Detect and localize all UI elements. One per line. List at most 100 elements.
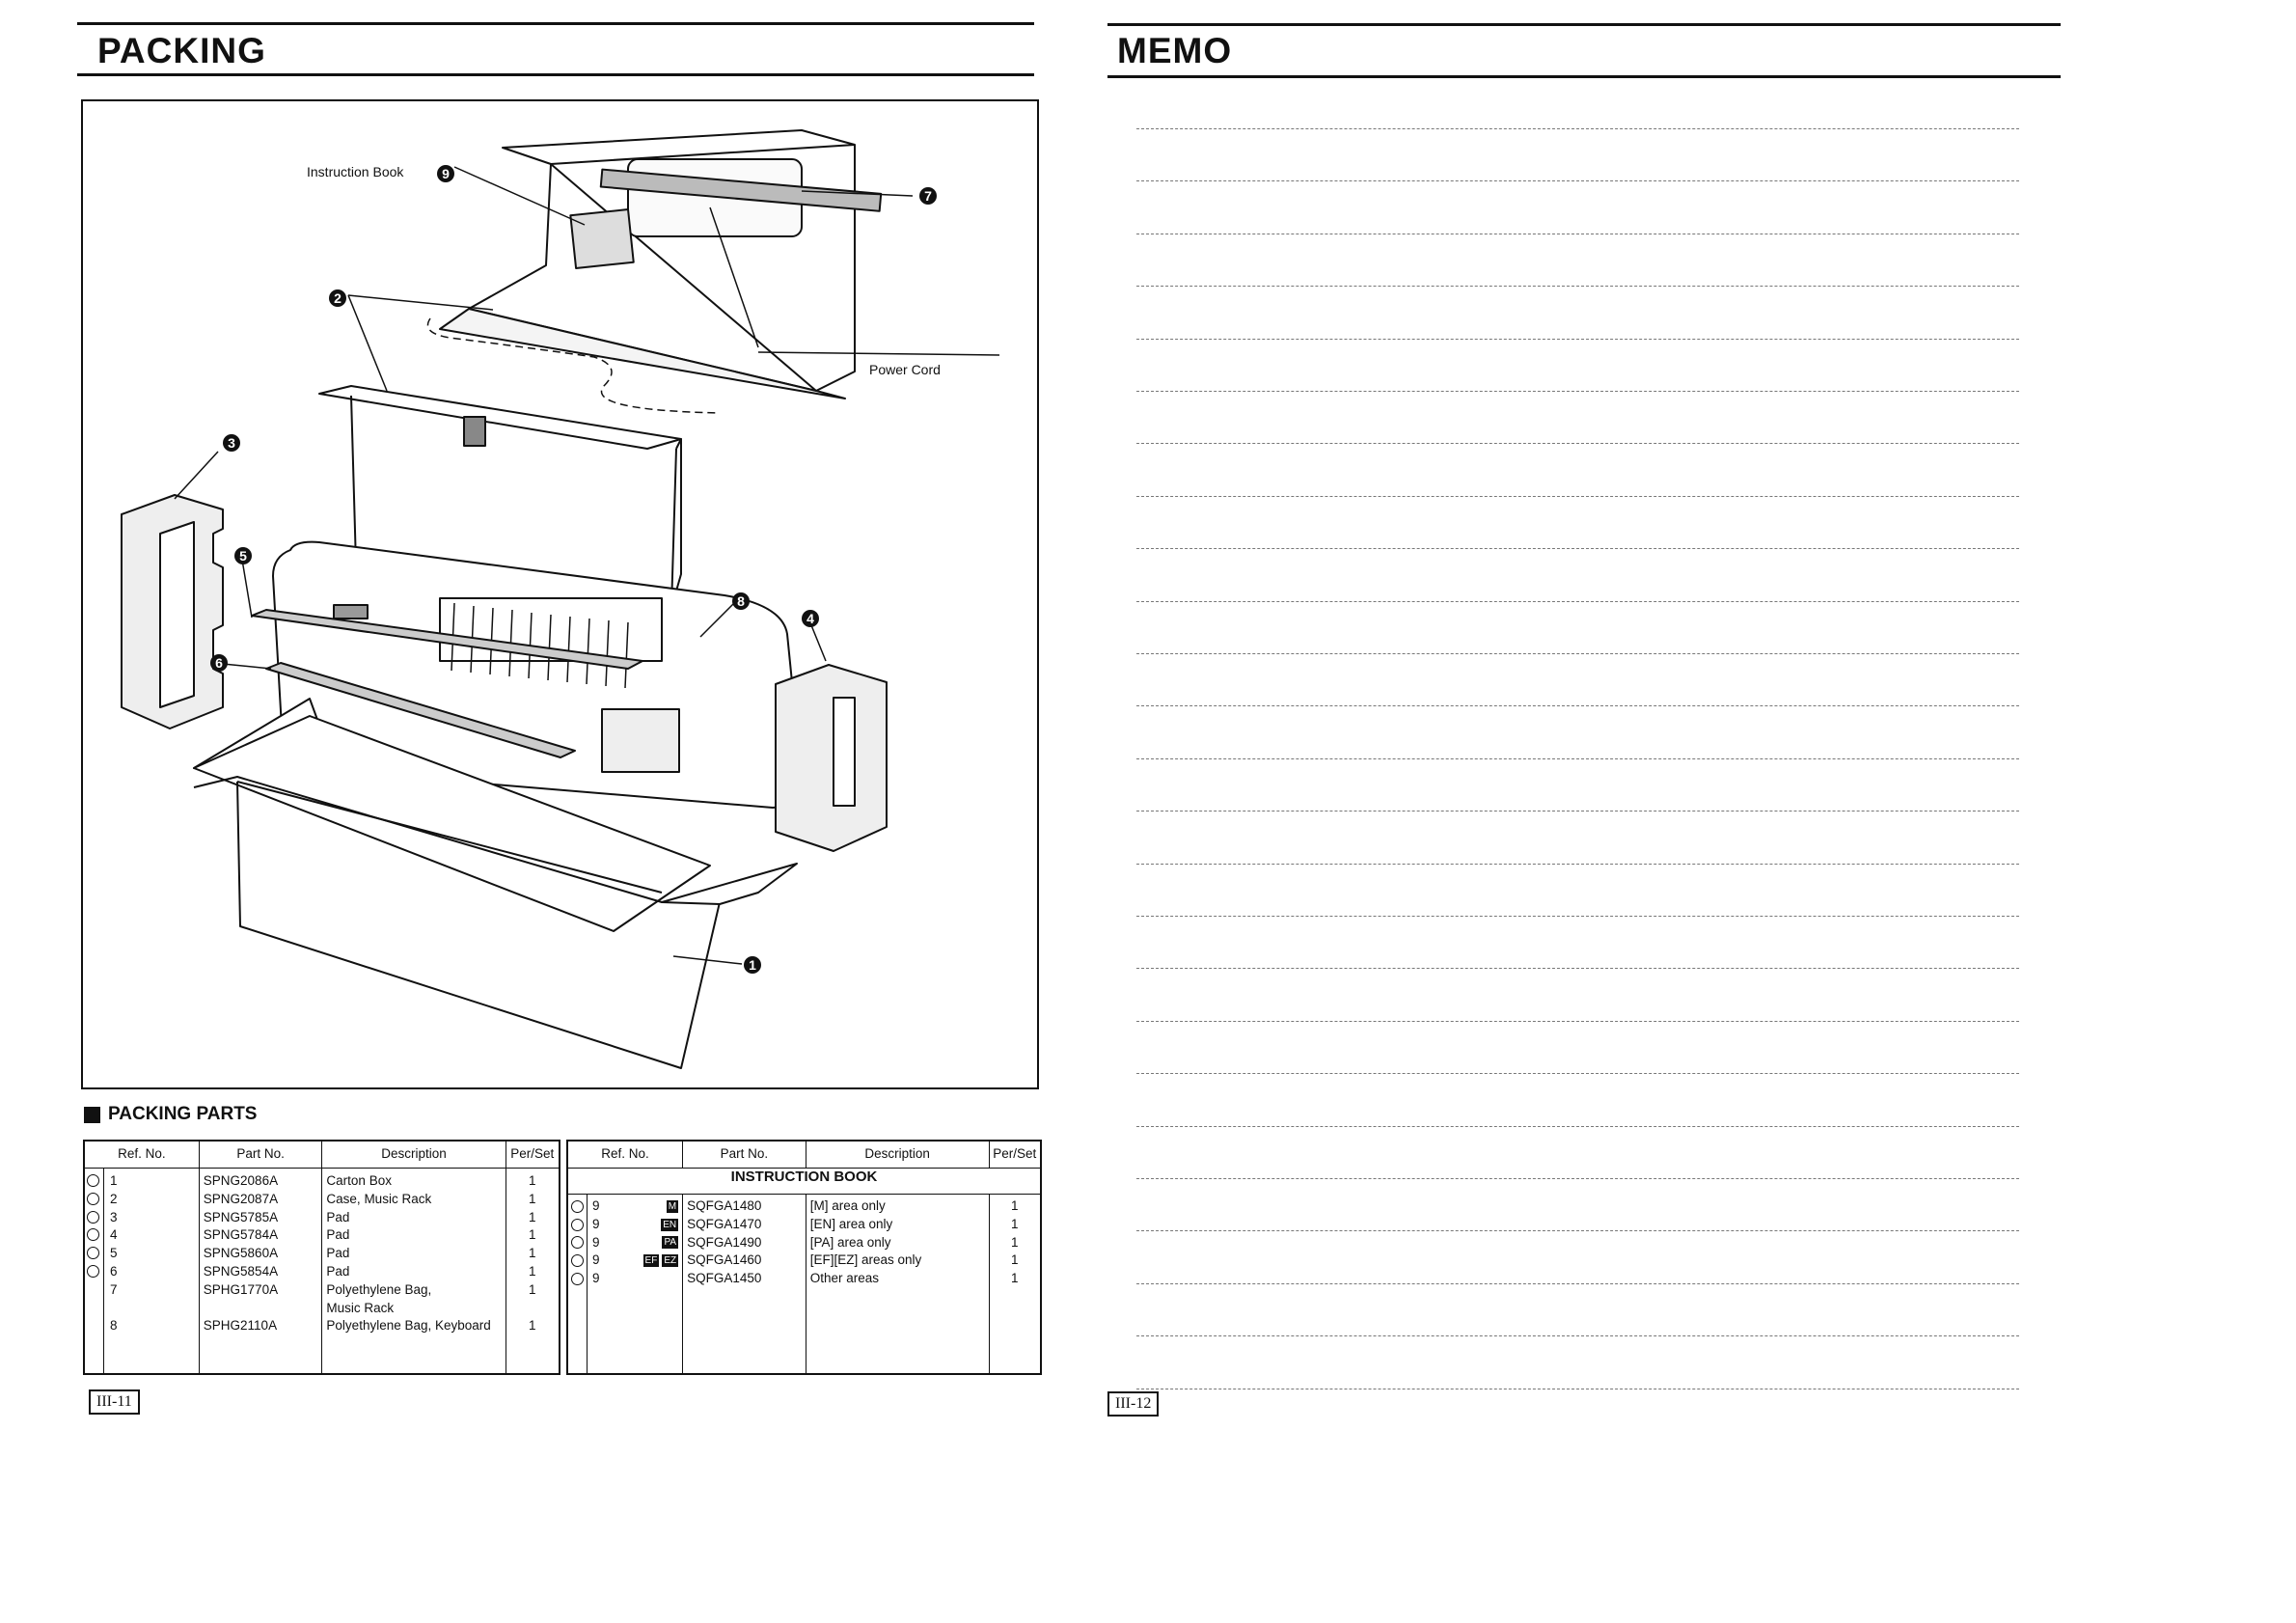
- ref-values: 1 2 3 4 5 6 7 8: [110, 1173, 118, 1334]
- ref-column: 1 2 3 4 5 6 7 8: [83, 1168, 200, 1374]
- memo-writing-line: [1136, 600, 2019, 602]
- part-value: SQFGA1490: [687, 1234, 762, 1250]
- header-ref-no: Ref. No.: [83, 1140, 200, 1169]
- ref-marker-9: 9: [437, 165, 454, 182]
- description-value: [M] area only: [809, 1198, 886, 1213]
- ref-marker-4: 4: [802, 610, 819, 627]
- packing-diagram-frame: 9 7 2 3 5 8 4 6 1 Instruction Book Power…: [81, 99, 1039, 1089]
- callout-power-cord: Power Cord: [869, 362, 941, 377]
- memo-writing-line: [1136, 916, 2019, 917]
- ref-marker-3: 3: [223, 434, 240, 452]
- memo-writing-line: [1136, 1020, 2019, 1022]
- description-values: Carton Box Case, Music Rack Pad Pad Pad …: [326, 1173, 491, 1334]
- header-description: Description: [805, 1140, 990, 1169]
- memo-writing-line: [1136, 391, 2019, 392]
- ref-value: 9: [592, 1198, 600, 1213]
- packing-parts-heading-text: PACKING PARTS: [108, 1104, 258, 1124]
- memo-writing-line: [1136, 653, 2019, 654]
- svg-text:5: 5: [239, 548, 247, 564]
- left-title-underline: [77, 73, 1034, 76]
- circle-marker-icon: [87, 1210, 99, 1224]
- callout-instruction-book: Instruction Book: [307, 164, 404, 179]
- memo-writing-line: [1136, 495, 2019, 497]
- header-part-no: Part No.: [682, 1140, 806, 1169]
- ref-marker-8: 8: [732, 592, 750, 610]
- packing-exploded-diagram: 9 7 2 3 5 8 4 6 1: [121, 129, 1000, 1069]
- svg-text:7: 7: [924, 188, 932, 204]
- memo-writing-line: [1136, 1178, 2019, 1179]
- right-top-rule: [1107, 23, 2061, 26]
- area-badge: PA: [662, 1236, 679, 1250]
- ref-marker-5: 5: [234, 547, 252, 564]
- description-column: [M] area only[EN] area only[PA] area onl…: [805, 1194, 990, 1374]
- memo-writing-line: [1136, 1230, 2019, 1232]
- packing-parts-table: Ref. No. Part No. Description Per/Set 1 …: [83, 1140, 560, 1375]
- svg-text:3: 3: [228, 435, 235, 451]
- circle-marker-icon: [571, 1273, 584, 1286]
- part-value: SQFGA1470: [687, 1216, 762, 1231]
- part-value: SQFGA1450: [687, 1271, 762, 1286]
- part-values: SPNG2086A SPNG2087A SPNG5785A SPNG5784A …: [203, 1173, 279, 1334]
- header-per-set: Per/Set: [505, 1140, 560, 1169]
- circle-marker-icon: [87, 1228, 99, 1242]
- packing-parts-heading: PACKING PARTS: [84, 1104, 257, 1125]
- memo-writing-line: [1136, 1282, 2019, 1284]
- table-row-ref: 9 PA: [568, 1234, 682, 1252]
- table-body-row: 1 2 3 4 5 6 7 8 SPNG2086A SPNG2087A SPNG…: [83, 1168, 560, 1374]
- circle-marker-icon: [571, 1236, 584, 1250]
- page-number-left: III-11: [89, 1389, 140, 1415]
- part-value: SQFGA1480: [687, 1198, 762, 1213]
- circle-marker-icon: [571, 1218, 584, 1231]
- table-row-ref: 9 EN: [568, 1216, 682, 1234]
- per-set-column: 1 1 1 1 1 1 1 1: [505, 1168, 560, 1374]
- memo-writing-line: [1136, 180, 2019, 182]
- ref-value: 9: [592, 1216, 600, 1231]
- square-bullet-icon: [84, 1106, 100, 1123]
- area-badge: M: [666, 1199, 679, 1213]
- table-row-ref: 9: [568, 1270, 682, 1288]
- instruction-book-table: Ref. No. Part No. Description Per/Set IN…: [566, 1140, 1042, 1375]
- ref-marker-7: 7: [919, 187, 937, 205]
- area-badge: EZ: [662, 1254, 679, 1268]
- svg-text:2: 2: [334, 290, 342, 306]
- ref-value: 9: [592, 1234, 600, 1250]
- ref-marker-1: 1: [744, 956, 761, 974]
- memo-writing-line: [1136, 757, 2019, 759]
- table-header-row: Ref. No. Part No. Description Per/Set: [83, 1140, 560, 1169]
- circle-marker-icon: [571, 1199, 584, 1213]
- per-set-value: 1: [1011, 1271, 1019, 1286]
- instruction-book-subheading-row: INSTRUCTION BOOK: [566, 1168, 1042, 1195]
- description-value: [EN] area only: [809, 1216, 893, 1231]
- svg-text:6: 6: [215, 655, 223, 671]
- part-value: SQFGA1460: [687, 1252, 762, 1268]
- ref-value: 9: [592, 1271, 600, 1286]
- per-set-value: 1: [1011, 1198, 1019, 1213]
- svg-text:4: 4: [806, 611, 814, 626]
- circle-marker-icon: [87, 1192, 99, 1205]
- left-top-rule: [77, 22, 1034, 25]
- memo-writing-line: [1136, 1125, 2019, 1127]
- circle-marker-icon: [87, 1174, 99, 1187]
- per-set-values: 1 1 1 1 1 1 1 1: [529, 1173, 536, 1334]
- description-column: Carton Box Case, Music Rack Pad Pad Pad …: [321, 1168, 506, 1374]
- memo-writing-line: [1136, 968, 2019, 970]
- part-column: SPNG2086A SPNG2087A SPNG5785A SPNG5784A …: [198, 1168, 323, 1374]
- circle-marker-icon: [87, 1264, 99, 1278]
- circle-marker-icon: [87, 1247, 99, 1260]
- circle-marker-icon: [571, 1254, 584, 1268]
- memo-title: MEMO: [1117, 31, 1233, 70]
- memo-writing-line: [1136, 1335, 2019, 1337]
- memo-writing-line: [1136, 286, 2019, 288]
- area-badge: EF: [642, 1254, 660, 1268]
- description-value: [EF][EZ] areas only: [809, 1252, 922, 1268]
- per-set-value: 1: [1011, 1252, 1019, 1268]
- memo-writing-line: [1136, 1073, 2019, 1075]
- area-badge: EN: [661, 1218, 679, 1231]
- ref-value: 9: [592, 1252, 600, 1268]
- memo-writing-line: [1136, 811, 2019, 812]
- per-set-value: 1: [1011, 1216, 1019, 1231]
